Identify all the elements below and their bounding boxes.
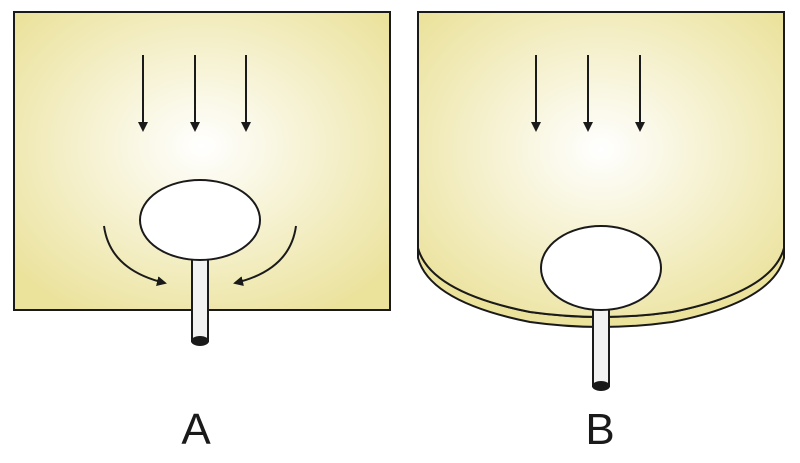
panel-a-curved-arrow-left <box>103 225 167 287</box>
panel-b-drain-tube <box>592 299 610 391</box>
panel-a-flow-arrows <box>138 55 251 132</box>
panel-b: B <box>417 11 785 454</box>
panel-a-tube-opening <box>191 336 209 346</box>
panel-b-tube-opening <box>592 381 610 391</box>
panel-b-label: B <box>585 405 614 454</box>
panel-b-flow-arrows <box>531 55 645 132</box>
panel-a-label: A <box>181 405 211 454</box>
panel-a-drain-tube <box>191 254 209 346</box>
panel-a-curved-arrow-right <box>233 225 297 287</box>
panel-a: A <box>13 11 391 454</box>
panel-a-curved-arrows <box>103 225 297 287</box>
panel-b-bubble <box>540 225 662 311</box>
panel-a-bubble <box>139 179 261 261</box>
